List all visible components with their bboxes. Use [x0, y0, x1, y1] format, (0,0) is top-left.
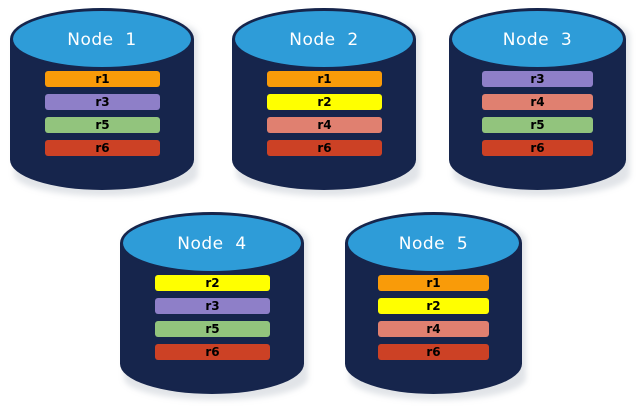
- replica-bar-r3[interactable]: r3: [482, 71, 593, 87]
- replica-spacer: [45, 87, 160, 94]
- replica-bar-r6[interactable]: r6: [482, 140, 593, 156]
- replica-spacer: [267, 133, 382, 140]
- node-label: Node 5: [398, 233, 469, 254]
- database-node-4[interactable]: Node 4 r2 r3 r5 r6: [120, 212, 308, 400]
- replica-spacer: [482, 110, 593, 117]
- replica-spacer: [155, 337, 270, 344]
- node-label: Node 2: [289, 29, 359, 50]
- replica-bar-r4[interactable]: r4: [267, 117, 382, 133]
- replica-bar-r6[interactable]: r6: [45, 140, 160, 156]
- replica-spacer: [378, 337, 489, 344]
- replica-bar-r6[interactable]: r6: [267, 140, 382, 156]
- replica-bar-r6[interactable]: r6: [155, 344, 270, 360]
- database-node-5[interactable]: Node 5 r1 r2 r4 r6: [345, 212, 526, 400]
- database-node-3[interactable]: Node 3 r3 r4 r5 r6: [449, 8, 630, 196]
- replica-spacer: [378, 291, 489, 298]
- replica-bar-r5[interactable]: r5: [482, 117, 593, 133]
- replica-bar-r1[interactable]: r1: [45, 71, 160, 87]
- replica-bar-r4[interactable]: r4: [482, 94, 593, 110]
- node-cylinder-top: Node 1: [10, 8, 194, 70]
- replica-spacer: [155, 291, 270, 298]
- node-cylinder-top: Node 3: [449, 8, 626, 70]
- replica-stack: r1 r2 r4 r6: [267, 71, 382, 156]
- replica-spacer: [482, 87, 593, 94]
- replica-bar-r3[interactable]: r3: [155, 298, 270, 314]
- replica-spacer: [45, 110, 160, 117]
- replica-bar-r1[interactable]: r1: [267, 71, 382, 87]
- replica-spacer: [482, 133, 593, 140]
- replica-spacer: [45, 133, 160, 140]
- node-label: Node 1: [67, 29, 137, 50]
- replica-bar-r3[interactable]: r3: [45, 94, 160, 110]
- replica-spacer: [267, 110, 382, 117]
- replica-bar-r1[interactable]: r1: [378, 275, 489, 291]
- node-label: Node 4: [177, 233, 247, 254]
- node-cylinder-top: Node 4: [120, 212, 304, 274]
- replica-bar-r5[interactable]: r5: [45, 117, 160, 133]
- replica-spacer: [267, 87, 382, 94]
- database-node-2[interactable]: Node 2 r1 r2 r4 r6: [232, 8, 420, 196]
- node-cylinder-top: Node 5: [345, 212, 522, 274]
- replica-stack: r1 r2 r4 r6: [378, 275, 489, 360]
- replica-bar-r4[interactable]: r4: [378, 321, 489, 337]
- replica-spacer: [378, 314, 489, 321]
- replica-spacer: [155, 314, 270, 321]
- replica-stack: r1 r3 r5 r6: [45, 71, 160, 156]
- replica-stack: r2 r3 r5 r6: [155, 275, 270, 360]
- replica-bar-r2[interactable]: r2: [155, 275, 270, 291]
- replica-bar-r2[interactable]: r2: [267, 94, 382, 110]
- replica-bar-r5[interactable]: r5: [155, 321, 270, 337]
- replica-stack: r3 r4 r5 r6: [482, 71, 593, 156]
- replica-bar-r6[interactable]: r6: [378, 344, 489, 360]
- node-label: Node 3: [502, 29, 573, 50]
- database-node-1[interactable]: Node 1 r1 r3 r5 r6: [10, 8, 198, 196]
- node-cylinder-top: Node 2: [232, 8, 416, 70]
- replica-bar-r2[interactable]: r2: [378, 298, 489, 314]
